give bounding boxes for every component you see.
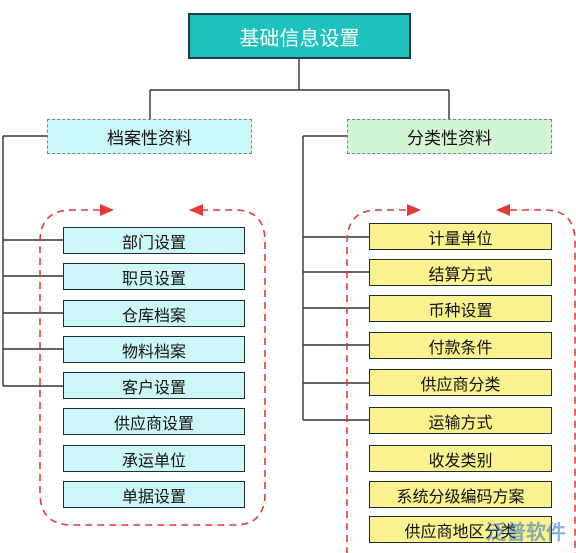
left-item-carrier: 承运单位 (63, 445, 245, 472)
category-archive-data: 档案性资料 (47, 119, 252, 154)
right-item-settlement: 结算方式 (369, 259, 552, 286)
right-cycle-arrow-left (496, 204, 510, 216)
right-item-payment-terms: 付款条件 (369, 332, 552, 359)
right-item-coding-scheme: 系统分级编码方案 (369, 481, 552, 508)
right-item-supplier-category: 供应商分类 (369, 369, 552, 396)
right-item-transport: 运输方式 (369, 407, 552, 434)
left-item-staff: 职员设置 (63, 263, 245, 290)
category-classification-data: 分类性资料 (347, 119, 552, 154)
left-item-department: 部门设置 (63, 227, 245, 254)
right-item-currency: 币种设置 (369, 295, 552, 322)
right-item-unit: 计量单位 (369, 223, 552, 250)
right-item-supplier-region: 供应商地区分类 (369, 516, 552, 543)
left-item-document: 单据设置 (63, 481, 245, 508)
right-item-issue-receipt-type: 收发类别 (369, 445, 552, 472)
right-cycle-frame (346, 209, 576, 553)
left-item-material: 物料档案 (63, 336, 245, 363)
root-node: 基础信息设置 (188, 13, 411, 59)
left-item-supplier: 供应商设置 (63, 408, 245, 435)
connector-lines (2, 59, 450, 421)
left-cycle-arrow-right (100, 204, 114, 216)
left-cycle-arrow-left (189, 204, 203, 216)
watermark-logo: 泛普软件 (486, 520, 566, 544)
left-item-customer: 客户设置 (63, 372, 245, 399)
left-cycle-frame (39, 209, 266, 526)
right-cycle-arrow-right (407, 204, 421, 216)
left-item-warehouse: 仓库档案 (63, 300, 245, 327)
